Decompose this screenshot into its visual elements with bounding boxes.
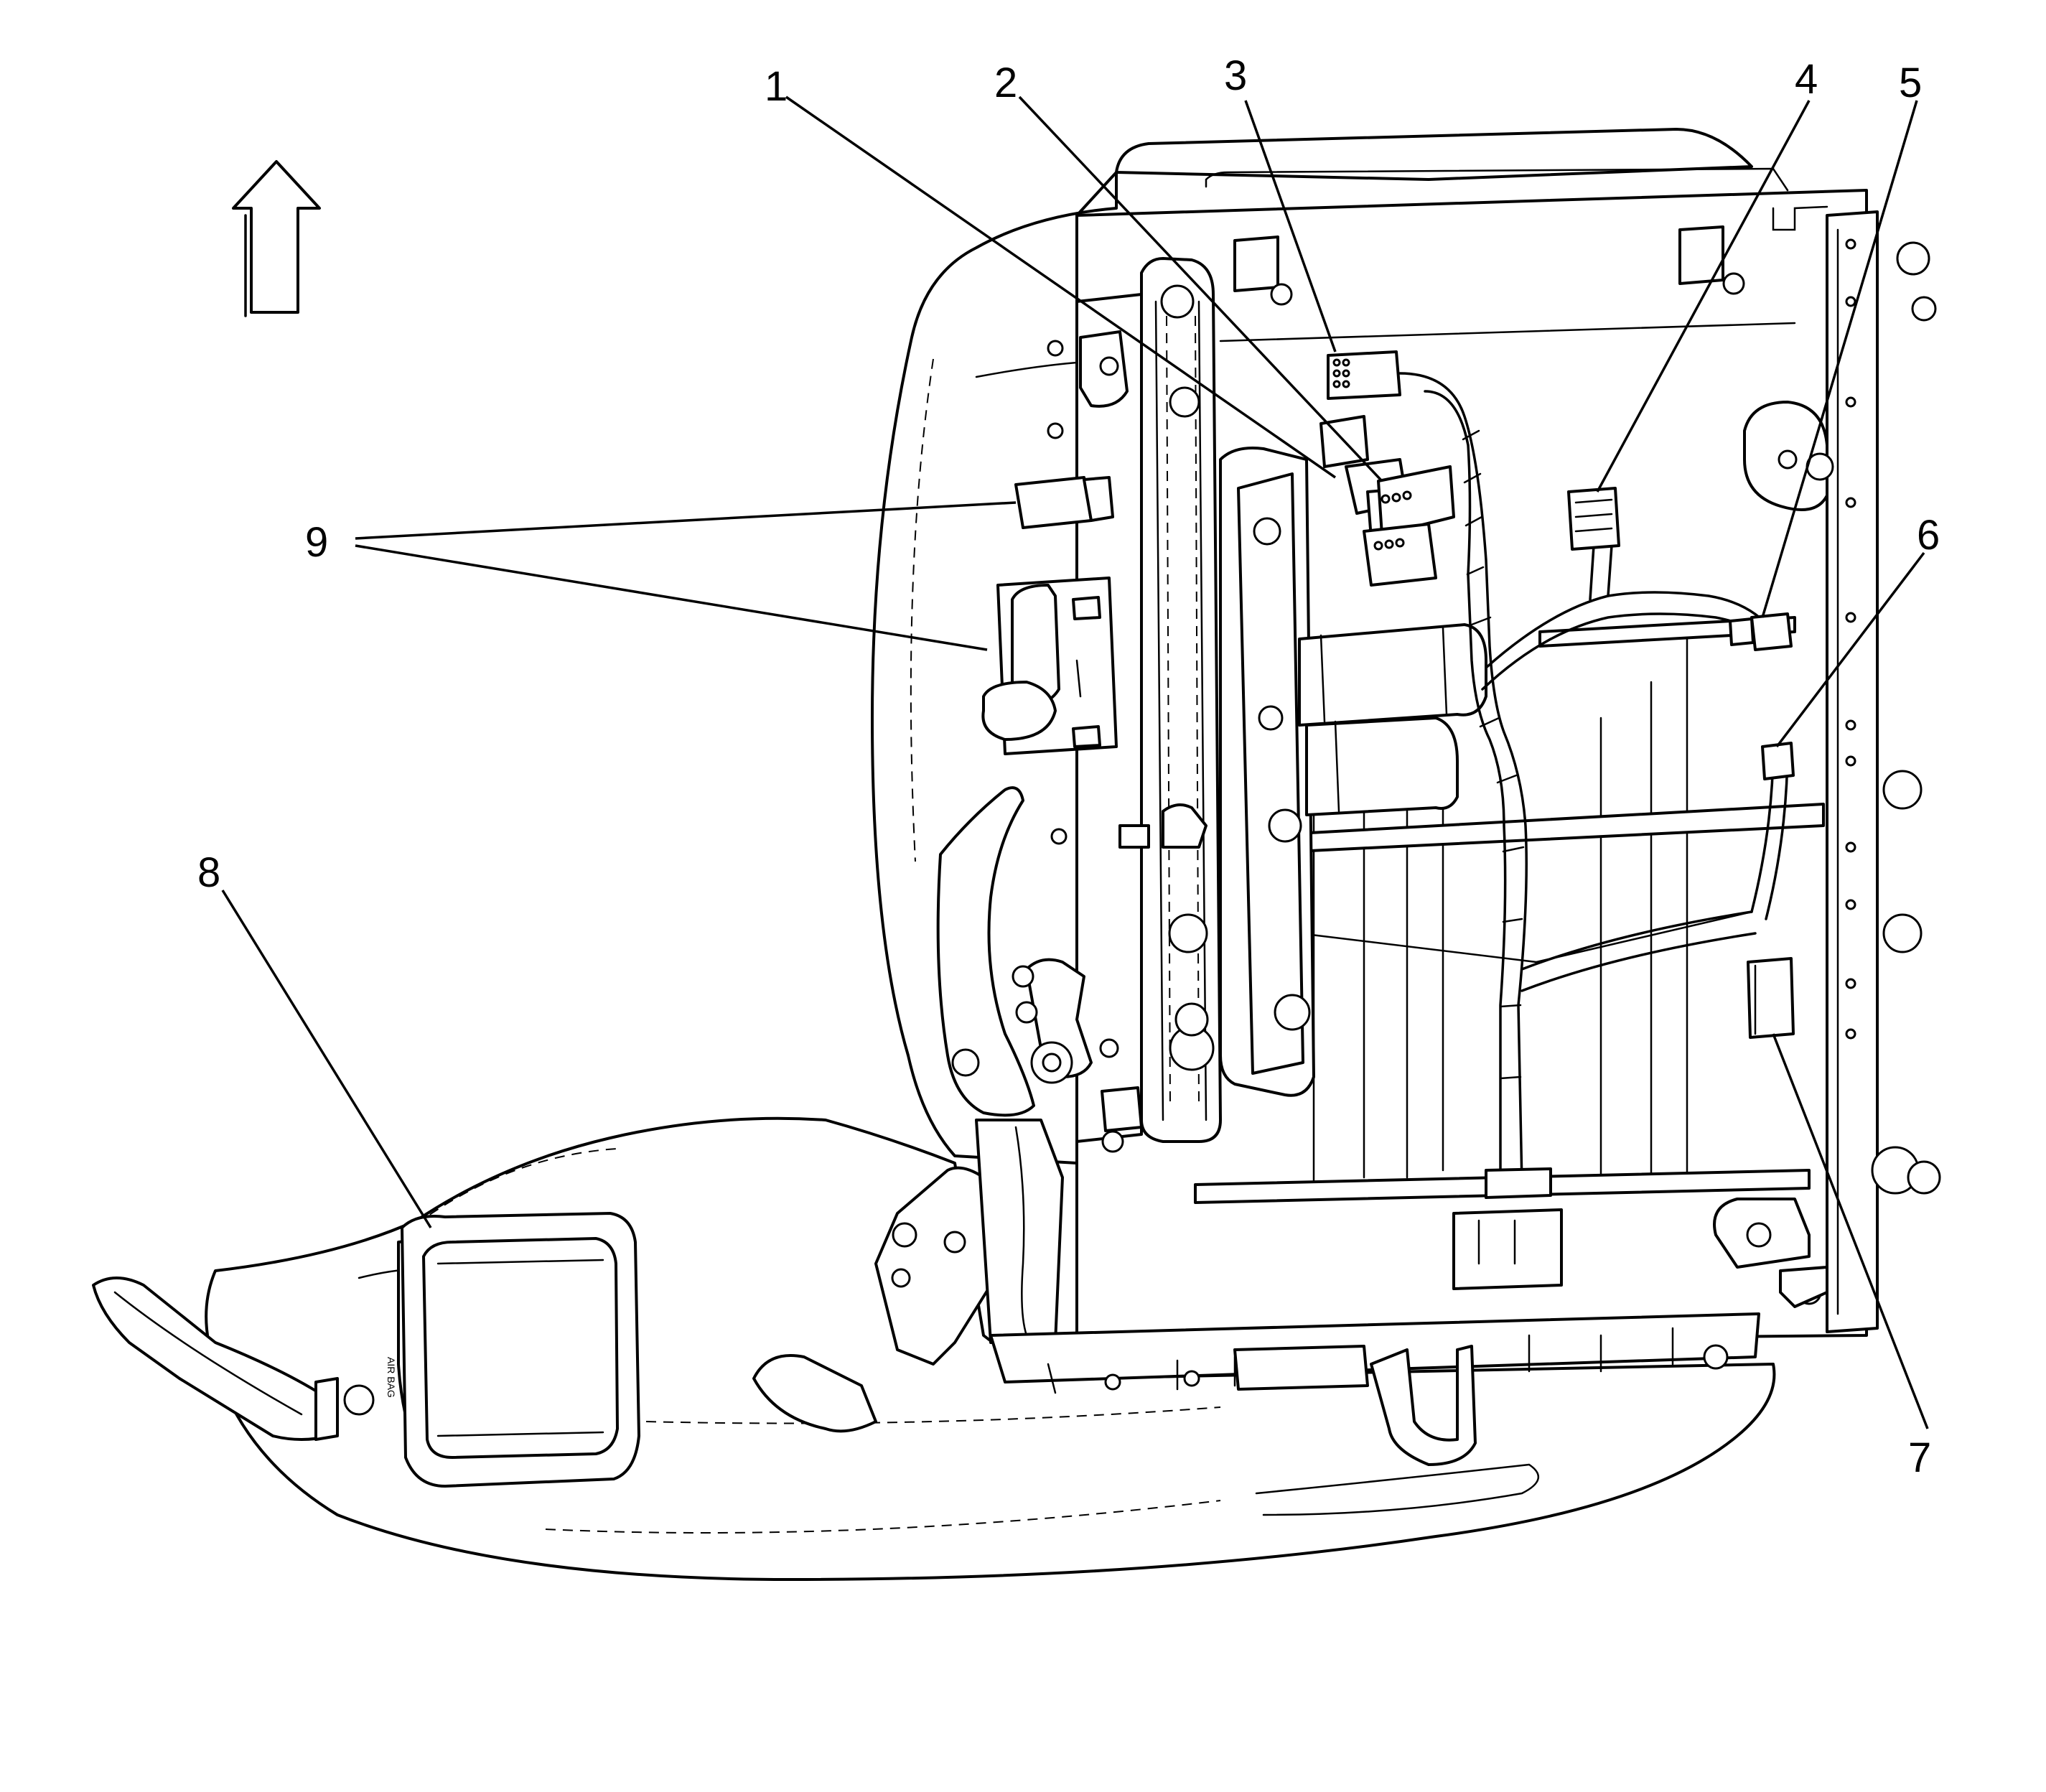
connector-3 <box>1327 350 1401 400</box>
leader-1 <box>785 95 1336 479</box>
callout-5: 5 <box>1899 60 1922 106</box>
lower-connector <box>1452 1208 1563 1290</box>
lower-frame-strip <box>989 1266 1828 1466</box>
side-rail-holes <box>1845 238 1856 1040</box>
leader-9b <box>355 544 988 651</box>
recliner-track <box>1140 257 1222 1143</box>
callout-6: 6 <box>1917 512 1940 559</box>
connector-5 <box>1729 612 1793 651</box>
seat-back-headrest-cover <box>1115 128 1753 181</box>
leader-6 <box>1775 551 1925 748</box>
leader-8 <box>221 890 432 1228</box>
callout-8: 8 <box>197 849 220 896</box>
leader-9a <box>355 501 1017 540</box>
connector-4 <box>1567 487 1620 551</box>
seat-motor-assembly <box>1118 447 1487 1097</box>
callout-3: 3 <box>1224 52 1247 99</box>
callout-2: 2 <box>994 60 1017 106</box>
recliner-cover <box>874 786 1143 1366</box>
airbag-label: AIR BAG <box>386 1357 397 1398</box>
armrest <box>92 1277 339 1441</box>
side-airbag-module-8: AIR BAG <box>343 1212 640 1488</box>
up-arrow-icon <box>232 160 321 317</box>
leader-lines <box>221 95 1929 1429</box>
side-bolts <box>1871 241 1941 1195</box>
callout-1: 1 <box>765 63 788 110</box>
connector-harness-top <box>1319 415 1455 587</box>
leader-7 <box>1772 1033 1929 1429</box>
callout-7: 7 <box>1908 1434 1931 1481</box>
callout-labels: 1 2 3 4 5 6 7 8 9 <box>197 52 1940 1481</box>
leader-4 <box>1596 100 1811 493</box>
module-7 <box>1747 957 1795 1039</box>
switch-module-9 <box>981 476 1118 755</box>
leader-3 <box>1244 100 1337 353</box>
callout-4: 4 <box>1795 56 1818 103</box>
leader-2 <box>1018 95 1383 482</box>
connector-6 <box>1761 742 1795 780</box>
seat-back-shell <box>871 171 1118 1165</box>
wiring-harness <box>1398 372 1789 1199</box>
leader-5 <box>1761 100 1918 618</box>
callout-9: 9 <box>305 519 328 566</box>
